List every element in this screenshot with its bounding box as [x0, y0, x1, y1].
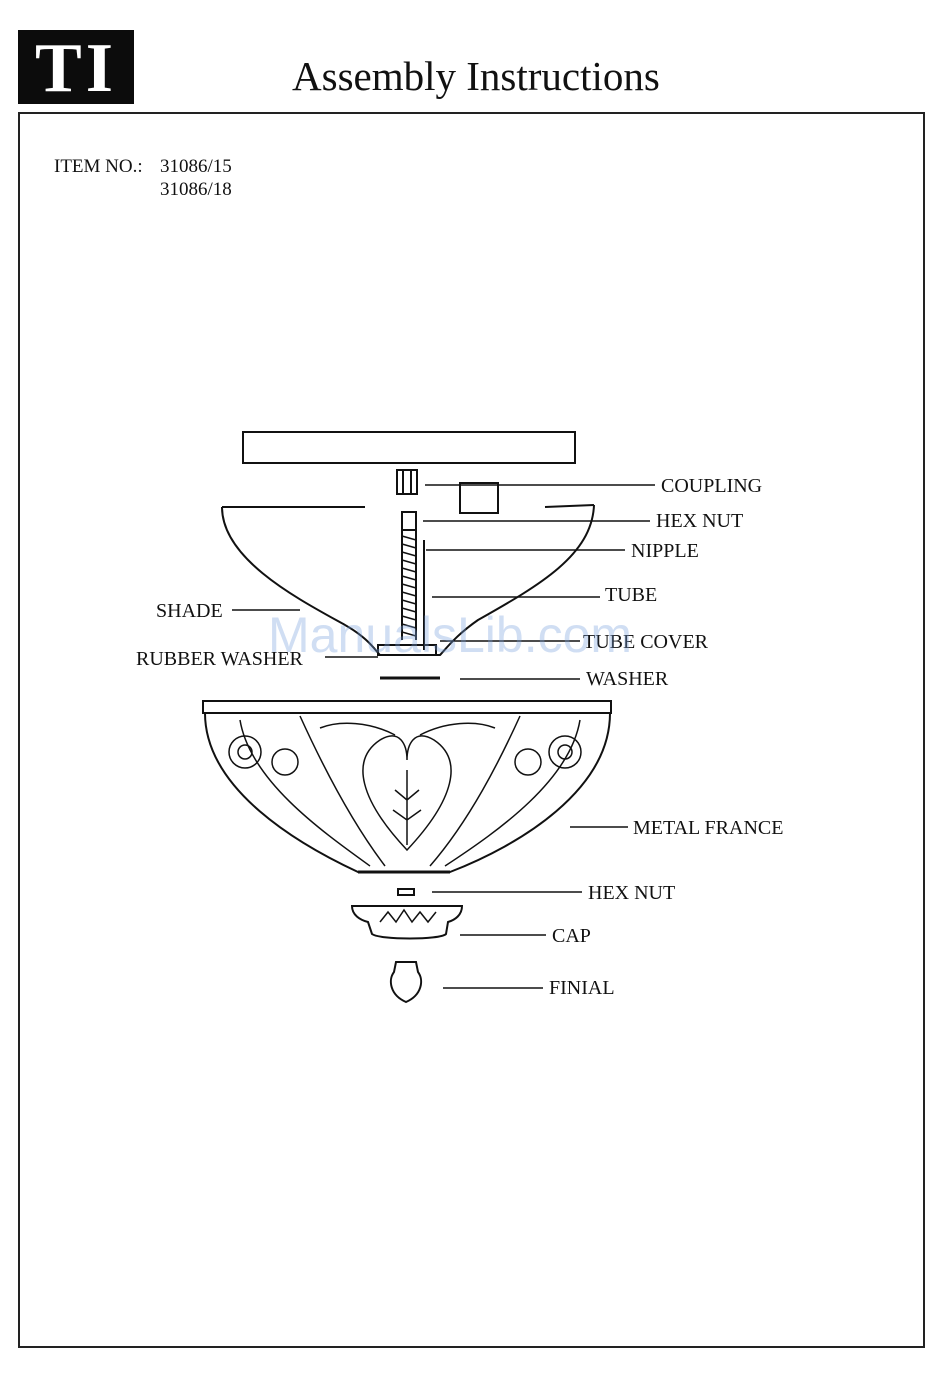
- metal-frame-part: [203, 701, 611, 872]
- label-tube: TUBE: [605, 584, 657, 606]
- label-washer: WASHER: [586, 668, 669, 690]
- label-metal-france: METAL FRANCE: [633, 817, 783, 839]
- label-shade: SHADE: [156, 600, 223, 622]
- hex-nut-top-part: [402, 512, 416, 530]
- label-finial: FINIAL: [549, 977, 615, 999]
- label-cap: CAP: [552, 925, 591, 947]
- leader-lines: [232, 485, 655, 988]
- mount-block: [460, 483, 498, 513]
- coupling-part: [397, 470, 417, 494]
- cap-part: [352, 906, 462, 939]
- ceiling-plate: [243, 432, 575, 463]
- label-hex-nut-top: HEX NUT: [656, 510, 743, 532]
- hex-nut-bottom-part: [398, 889, 414, 895]
- label-nipple: NIPPLE: [631, 540, 699, 562]
- finial-part: [391, 962, 421, 1002]
- label-coupling: COUPLING: [661, 475, 762, 497]
- watermark-text: ManualsLib.com: [268, 606, 632, 664]
- label-hex-nut-bottom: HEX NUT: [588, 882, 675, 904]
